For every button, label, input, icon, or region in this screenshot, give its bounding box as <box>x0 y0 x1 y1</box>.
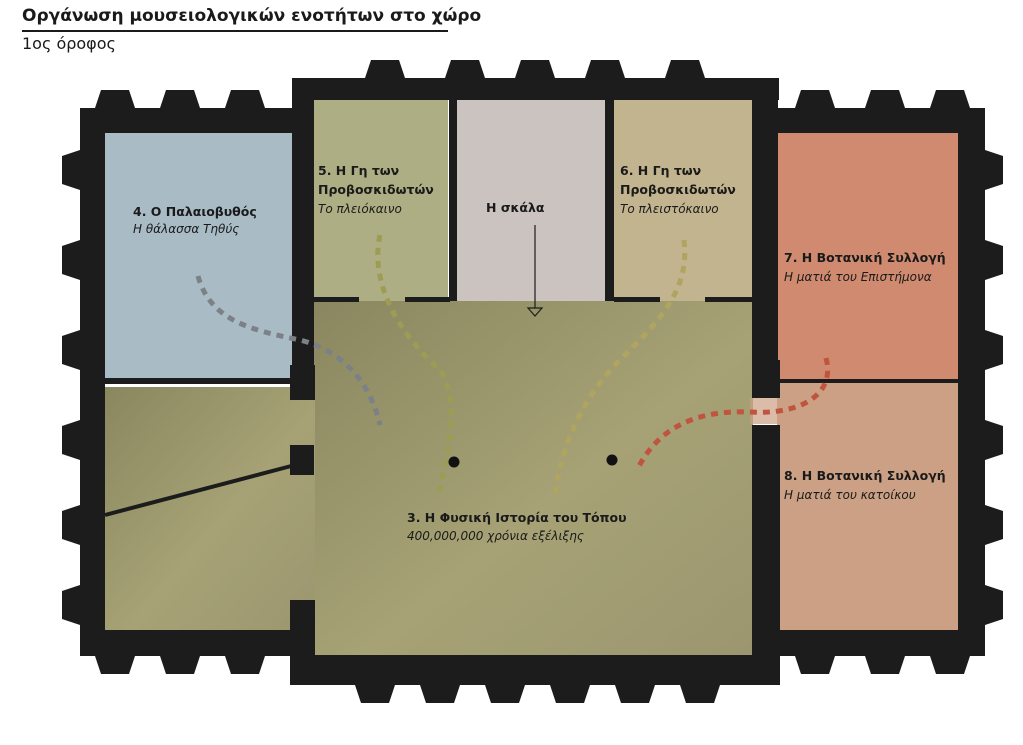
header: Οργάνωση μουσειολογικών ενοτήτων στο χώρ… <box>22 6 481 53</box>
stairs-title: Η σκάλα <box>486 200 545 215</box>
room5-title-1: 5. Η Γη των <box>318 163 399 178</box>
column-dot <box>606 454 618 466</box>
paleo-title: 4. Ο Παλαιοβυθός <box>133 204 257 219</box>
paleo-subtitle: Η θάλασσα Τηθύς <box>133 222 239 236</box>
botanical8-subtitle: Η ματιά του κατοίκου <box>784 488 916 502</box>
floor-label: 1ος όροφος <box>22 33 116 53</box>
path-room6 <box>552 239 688 499</box>
page-title: Οργάνωση μουσειολογικών ενοτήτων στο χώρ… <box>22 6 482 26</box>
room-5 <box>313 99 448 301</box>
path-paleo <box>195 275 383 426</box>
main-hall-left <box>105 387 315 632</box>
diagonal-partition <box>104 463 296 517</box>
main-hall-subtitle: 400,000,000 χρόνια εξέλιξης <box>407 529 584 543</box>
main-hall-title: 3. Η Φυσική Ιστορία του Τόπου <box>407 510 627 525</box>
room-paleo <box>105 133 293 380</box>
botanical7-subtitle: Η ματιά του Επιστήμονα <box>784 270 932 284</box>
botanical8-title: 8. Η Βοτανική Συλλογή <box>784 468 946 483</box>
path-room5 <box>375 234 454 499</box>
room5-subtitle: Το πλειόκαινο <box>318 202 402 216</box>
column-dot <box>448 456 460 468</box>
room5-title-2: Προβοσκιδωτών <box>318 182 434 197</box>
title-underline <box>22 30 448 32</box>
room-botanical-8 <box>777 382 959 632</box>
room6-subtitle: Το πλειστόκαινο <box>620 202 719 216</box>
stairs-arrow <box>526 225 544 317</box>
botanical7-title: 7. Η Βοτανική Συλλογή <box>784 250 946 265</box>
walls <box>80 78 985 685</box>
room6-title-1: 6. Η Γη των <box>620 163 701 178</box>
room-main-hall <box>105 300 753 657</box>
path-botanical <box>635 357 831 470</box>
room-botanical-7 <box>777 133 959 382</box>
main-hall-upper <box>313 300 753 657</box>
window-piers <box>62 60 1003 703</box>
room6-title-2: Προβοσκιδωτών <box>620 182 736 197</box>
room-stairs <box>457 99 605 301</box>
